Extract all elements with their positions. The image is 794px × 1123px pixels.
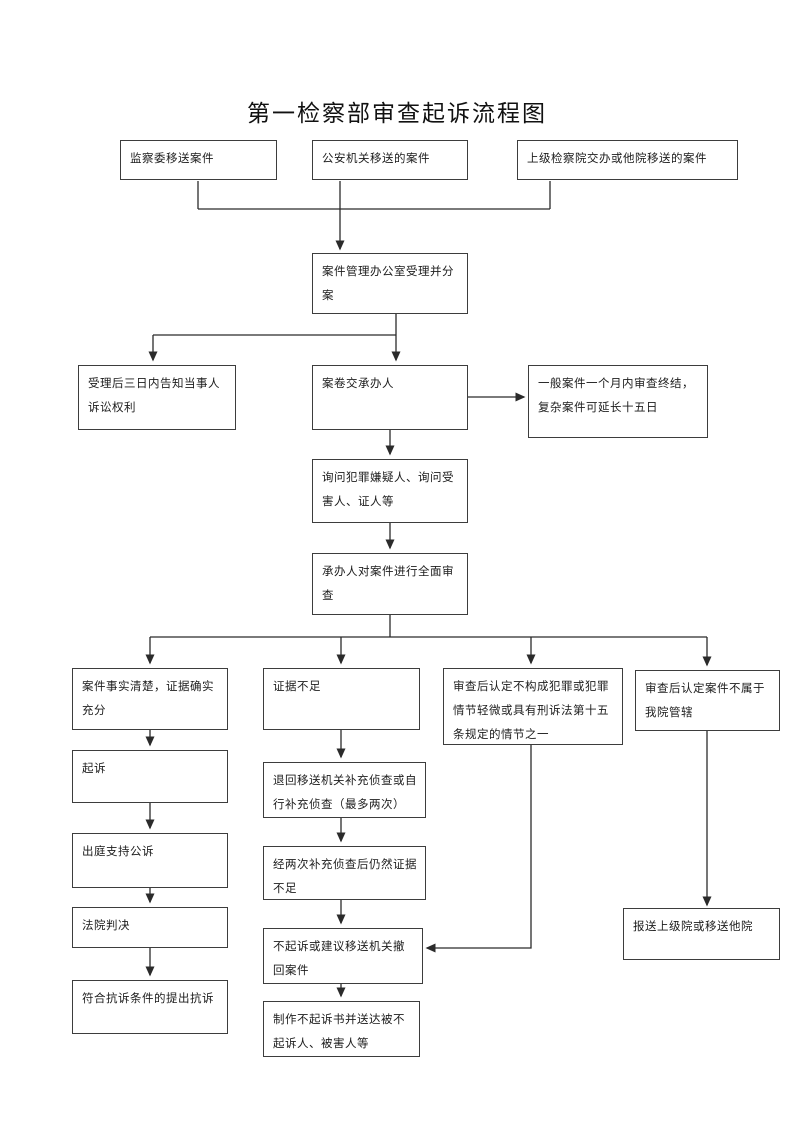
node-comprehensive-review: 承办人对案件进行全面审 查 xyxy=(312,553,468,615)
node-report-superior-or-transfer: 报送上级院或移送他院 xyxy=(623,908,780,960)
node-case-management-office: 案件管理办公室受理并分 案 xyxy=(312,253,468,314)
node-insufficient-evidence: 证据不足 xyxy=(263,668,420,730)
node-supervisory-committee-cases: 监察委移送案件 xyxy=(120,140,277,180)
node-no-prosecution-or-withdraw: 不起诉或建议移送机关撤 回案件 xyxy=(263,928,423,984)
edge-c3-to-c2d xyxy=(425,745,532,953)
node-return-for-supplementary-investigation: 退回移送机关补充侦查或自 行补充侦查（最多两次） xyxy=(263,762,426,818)
node-court-judgment: 法院判决 xyxy=(72,907,228,948)
page-title: 第一检察部审查起诉流程图 xyxy=(247,101,547,127)
node-not-our-jurisdiction: 审查后认定案件不属于 我院管辖 xyxy=(635,670,780,731)
node-facts-clear-evidence-sufficient: 案件事实清楚，证据确实 充分 xyxy=(72,668,228,730)
node-time-limit-note: 一般案件一个月内审查终结， 复杂案件可延长十五日 xyxy=(528,365,708,438)
node-police-transferred-cases: 公安机关移送的案件 xyxy=(312,140,468,180)
node-prosecute: 起诉 xyxy=(72,750,228,803)
node-interrogate-suspect: 询问犯罪嫌疑人、询问受 害人、证人等 xyxy=(312,459,468,523)
node-superior-procuratorate-cases: 上级检察院交办或他院移送的案件 xyxy=(517,140,738,180)
node-file-to-handler: 案卷交承办人 xyxy=(312,365,468,430)
node-support-prosecution-in-court: 出庭支持公诉 xyxy=(72,833,228,888)
node-notify-parties-rights: 受理后三日内告知当事人 诉讼权利 xyxy=(78,365,236,430)
node-still-insufficient-after-two: 经两次补充侦查后仍然证据 不足 xyxy=(263,846,426,900)
node-protest-if-conditions-met: 符合抗诉条件的提出抗诉 xyxy=(72,980,228,1034)
node-serve-non-prosecution-decision: 制作不起诉书并送达被不 起诉人、被害人等 xyxy=(263,1001,420,1057)
node-not-crime-or-minor: 审查后认定不构成犯罪或犯罪 情节轻微或具有刑诉法第十五 条规定的情节之一 xyxy=(443,668,623,745)
